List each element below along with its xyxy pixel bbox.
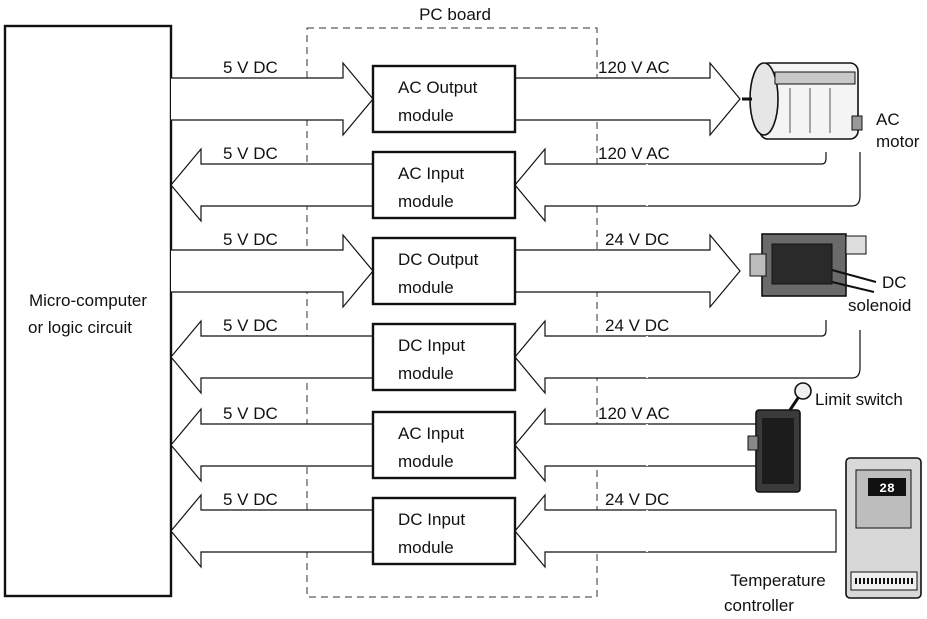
dc-solenoid-icon	[749, 233, 877, 297]
module-row-2: AC Input module 5 V DC 120 V AC	[170, 144, 861, 223]
module-label-line1: AC Output	[398, 78, 478, 97]
temperature-controller-label-line1: Temperature	[730, 571, 825, 590]
module-box-2	[371, 150, 517, 220]
field-voltage-label: 120 V AC	[598, 144, 670, 163]
module-row-3: DC Output module 5 V DC 24 V DC	[171, 230, 741, 309]
microcomputer-label-line1: Micro-computer	[29, 291, 147, 310]
module-label-line1: AC Input	[398, 164, 464, 183]
module-label-line1: DC Output	[398, 250, 479, 269]
logic-voltage-label: 5 V DC	[223, 230, 278, 249]
module-box-5	[371, 410, 517, 480]
module-box-4	[371, 322, 517, 392]
dc-solenoid-label-line1: DC	[882, 273, 907, 292]
logic-voltage-label: 5 V DC	[223, 404, 278, 423]
pc-board-label: PC board	[419, 5, 491, 24]
module-box-6	[371, 496, 517, 566]
logic-arrow-4	[170, 319, 373, 395]
module-label-line2: module	[398, 106, 454, 125]
device-wire-5	[647, 423, 756, 467]
logic-voltage-label: 5 V DC	[223, 490, 278, 509]
field-voltage-label: 24 V DC	[605, 316, 669, 335]
module-box-1	[371, 64, 517, 134]
logic-voltage-label: 5 V DC	[223, 316, 278, 335]
microcomputer-block	[3, 24, 173, 598]
module-row-5: AC Input module 5 V DC 120 V AC	[170, 404, 756, 483]
field-arrow-1	[515, 61, 741, 137]
module-label-line1: DC Input	[398, 510, 465, 529]
ac-motor-label-line2: motor	[876, 132, 920, 151]
module-label-line2: module	[398, 364, 454, 383]
ac-motor-label-line1: AC	[876, 110, 900, 129]
logic-arrow-2	[170, 147, 373, 223]
module-box-3	[371, 236, 517, 306]
temperature-controller-icon: 28	[845, 457, 922, 599]
module-row-6: DC Input module 5 V DC 24 V DC	[170, 490, 837, 569]
module-label-line2: module	[398, 452, 454, 471]
module-rows: AC Output module 5 V DC 120 V AC AC Input mod…	[170, 58, 861, 569]
field-voltage-label: 24 V DC	[605, 230, 669, 249]
device-wire-4	[647, 320, 861, 379]
logic-arrow-6	[170, 493, 373, 569]
field-voltage-label: 120 V AC	[598, 58, 670, 77]
module-label-line1: DC Input	[398, 336, 465, 355]
module-label-line2: module	[398, 278, 454, 297]
device-wire-2	[647, 152, 861, 207]
microcomputer-label-line2: or logic circuit	[28, 318, 132, 337]
module-label-line1: AC Input	[398, 424, 464, 443]
limit-switch-label: Limit switch	[815, 390, 903, 409]
field-arrow-3	[515, 233, 741, 309]
logic-voltage-label: 5 V DC	[223, 144, 278, 163]
logic-arrow-5	[170, 407, 373, 483]
pc-board-outline	[306, 27, 598, 598]
temperature-controller-label-line2: controller	[724, 596, 794, 615]
module-label-line2: module	[398, 192, 454, 211]
field-voltage-label: 120 V AC	[598, 404, 670, 423]
field-voltage-label: 24 V DC	[605, 490, 669, 509]
ac-motor-icon	[742, 62, 863, 140]
limit-switch-icon	[747, 382, 812, 493]
dc-solenoid-label-line2: solenoid	[848, 296, 911, 315]
controller-display: 28	[879, 481, 895, 496]
device-wire-6	[647, 509, 837, 553]
module-row-4: DC Input module 5 V DC 24 V DC	[170, 316, 861, 395]
module-label-line2: module	[398, 538, 454, 557]
logic-voltage-label: 5 V DC	[223, 58, 278, 77]
module-row-1: AC Output module 5 V DC 120 V AC	[171, 58, 741, 137]
